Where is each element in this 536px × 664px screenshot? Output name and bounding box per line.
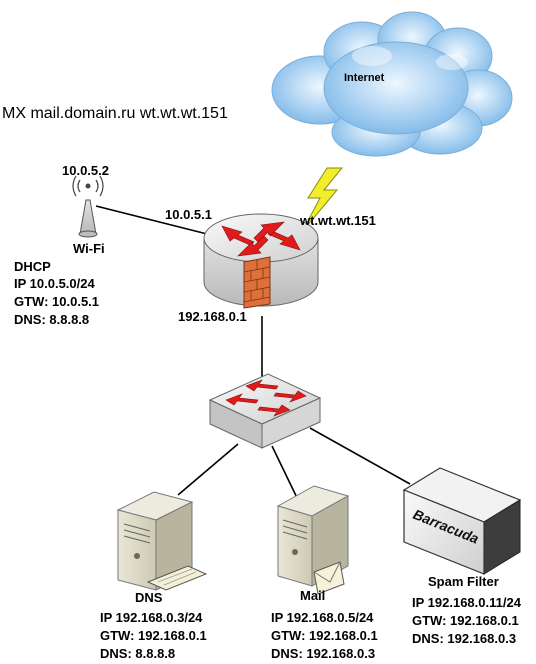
spam-filter-dns: DNS: 192.168.0.3 (412, 631, 517, 646)
router-wan-ip: wt.wt.wt.151 (300, 213, 376, 228)
dns-server-dns: DNS: 8.8.8.8 (100, 646, 176, 661)
dns-server-gateway: GTW: 192.168.0.1 (100, 628, 207, 643)
mail-server-gateway: GTW: 192.168.0.1 (271, 628, 378, 643)
dns-server-ip: IP 192.168.0.3/24 (100, 610, 203, 625)
links (95, 205, 411, 505)
mail-server-icon (276, 485, 350, 595)
spam-filter-ip: IP 192.168.0.11/24 (412, 595, 521, 610)
router-wifi-side-ip: 10.0.5.1 (165, 207, 212, 222)
mx-record-title: MX mail.domain.ru wt.wt.wt.151 (2, 105, 228, 122)
wifi-dns: DNS: 8.8.8.8 (14, 312, 90, 327)
link-switch-dns (177, 443, 239, 496)
dns-server-icon (116, 491, 208, 591)
link-switch-mail (271, 445, 301, 505)
wifi-access-point-icon (72, 175, 104, 238)
link-wifi-router (95, 205, 216, 237)
wifi-label: Wi-Fi (73, 241, 105, 256)
mail-server-ip: IP 192.168.0.5/24 (271, 610, 374, 625)
dns-book-icon (146, 565, 208, 591)
switch-icon (208, 373, 322, 449)
wifi-ip: 10.0.5.2 (62, 163, 109, 178)
wifi-gateway: GTW: 10.0.5.1 (14, 294, 100, 309)
link-switch-spamfilter (309, 427, 411, 485)
wifi-ip-range: IP 10.0.5.0/24 (14, 276, 95, 291)
mail-server-label: Mail (300, 588, 326, 603)
wifi-dhcp-label: DHCP (14, 259, 51, 274)
spam-filter-appliance-icon (402, 467, 522, 575)
lightning-icon (301, 167, 344, 233)
internet-label: Internet (344, 72, 385, 84)
mail-server-dns: DNS: 192.168.0.3 (271, 646, 376, 661)
spam-filter-gateway: GTW: 192.168.0.1 (412, 613, 519, 628)
firewall-icon (243, 256, 271, 309)
spam-filter-label: Spam Filter (428, 574, 499, 589)
envelope-icon (313, 561, 345, 595)
dns-server-label: DNS (135, 590, 163, 605)
router-firewall-icon (203, 213, 319, 309)
internet-cloud-icon (271, 11, 513, 157)
router-lan-ip: 192.168.0.1 (178, 309, 247, 324)
